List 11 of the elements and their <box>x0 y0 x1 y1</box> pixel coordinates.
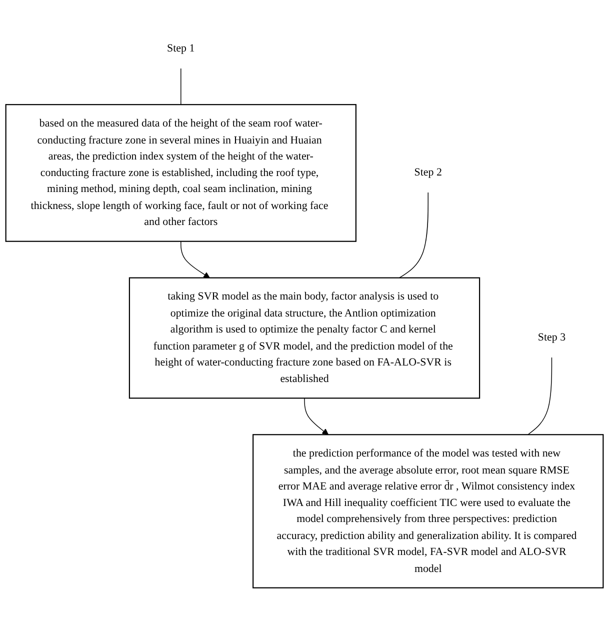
connector <box>399 192 428 278</box>
connector <box>180 68 182 106</box>
node-box: taking SVR model as the main body, factor analysis is used to optimize the original data structure, the Antlion optimization algorithm is used to optimize the penalty factor C and kernel function parameter g of SVR model, and the prediction model of the height of water-conducting fracture zone based on FA-ALO-SVR is established <box>128 277 480 399</box>
node-text: Step 2 <box>414 167 442 179</box>
node-box: the prediction performance of the model was tested with new samples, and the average absolute error, root mean square RMSE error MAE and average relative error d̄r , Wilmot consistency index IWA and Hill inequality coefficient TIC were used to evaluate the model comprehensively from three perspectives: prediction accuracy, prediction ability and generalization ability. It is compared with the traditional SVR model, FA-SVR model and ALO-SVR model <box>252 434 604 589</box>
node-box: based on the measured data of the height of the seam roof water-conducting fracture zone in several mines in Huaiyin and Huaian areas, the prediction index system of the height of the water-conducting fracture zone is established, including the roof type, mining method, mining depth, coal seam inclination, mining thickness, slope length of working face, fault or not of working face and other factors <box>5 104 356 242</box>
arrow <box>304 398 329 436</box>
arrow <box>180 241 210 278</box>
node-text: Step 3 <box>538 332 566 344</box>
node-text: Step 1 <box>167 43 195 55</box>
connector <box>528 356 552 436</box>
